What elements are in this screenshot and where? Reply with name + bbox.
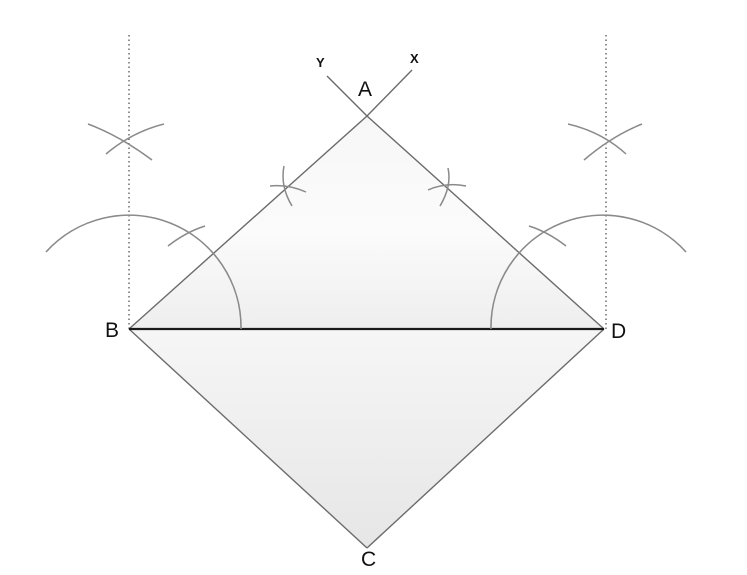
arc-mark-ad-2 (439, 167, 450, 207)
arc-mark-ab-1 (269, 184, 307, 193)
arc-mark-ab-2 (282, 165, 293, 207)
ray-label-y: Y (316, 55, 325, 70)
triangle-bcd (129, 329, 604, 548)
arc-b-large (45, 214, 242, 330)
arc-right-cross-1 (528, 225, 567, 247)
arc-right-upper-1 (567, 123, 627, 155)
arc-left-upper-1 (87, 123, 153, 161)
ray-label-x: X (410, 51, 419, 66)
arc-left-cross-1 (167, 225, 206, 247)
arc-d-large (490, 214, 687, 330)
edge-dc (366, 328, 605, 549)
ray-x (366, 69, 413, 117)
ray-y (326, 75, 368, 117)
edge-bc (128, 328, 368, 549)
vertex-label-d: D (611, 320, 626, 343)
arc-right-upper-2 (583, 123, 643, 161)
vertex-label-c: C (361, 548, 376, 571)
edge-ab (128, 115, 368, 330)
vertex-label-b: B (105, 319, 119, 342)
edge-ad (366, 115, 605, 330)
triangle-abd (129, 116, 604, 329)
arc-mark-ad-1 (427, 183, 467, 191)
arc-left-upper-2 (105, 123, 165, 155)
vertex-label-a: A (358, 78, 372, 101)
